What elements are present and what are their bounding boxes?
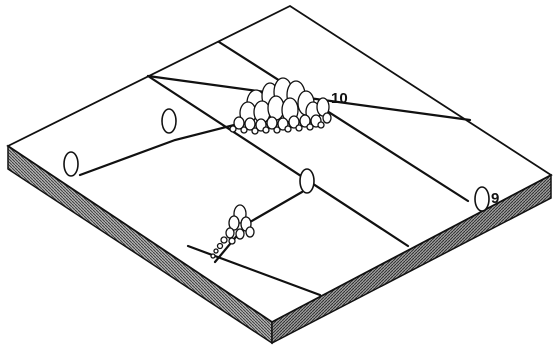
stone-left-edge bbox=[64, 152, 78, 176]
label-9: 9 bbox=[491, 190, 499, 207]
label-10: 10 bbox=[331, 90, 348, 107]
stone-upper-middle bbox=[162, 109, 176, 133]
slab-top-face bbox=[8, 6, 551, 322]
stone-right-9 bbox=[475, 187, 489, 211]
stone-center-right bbox=[300, 169, 314, 193]
